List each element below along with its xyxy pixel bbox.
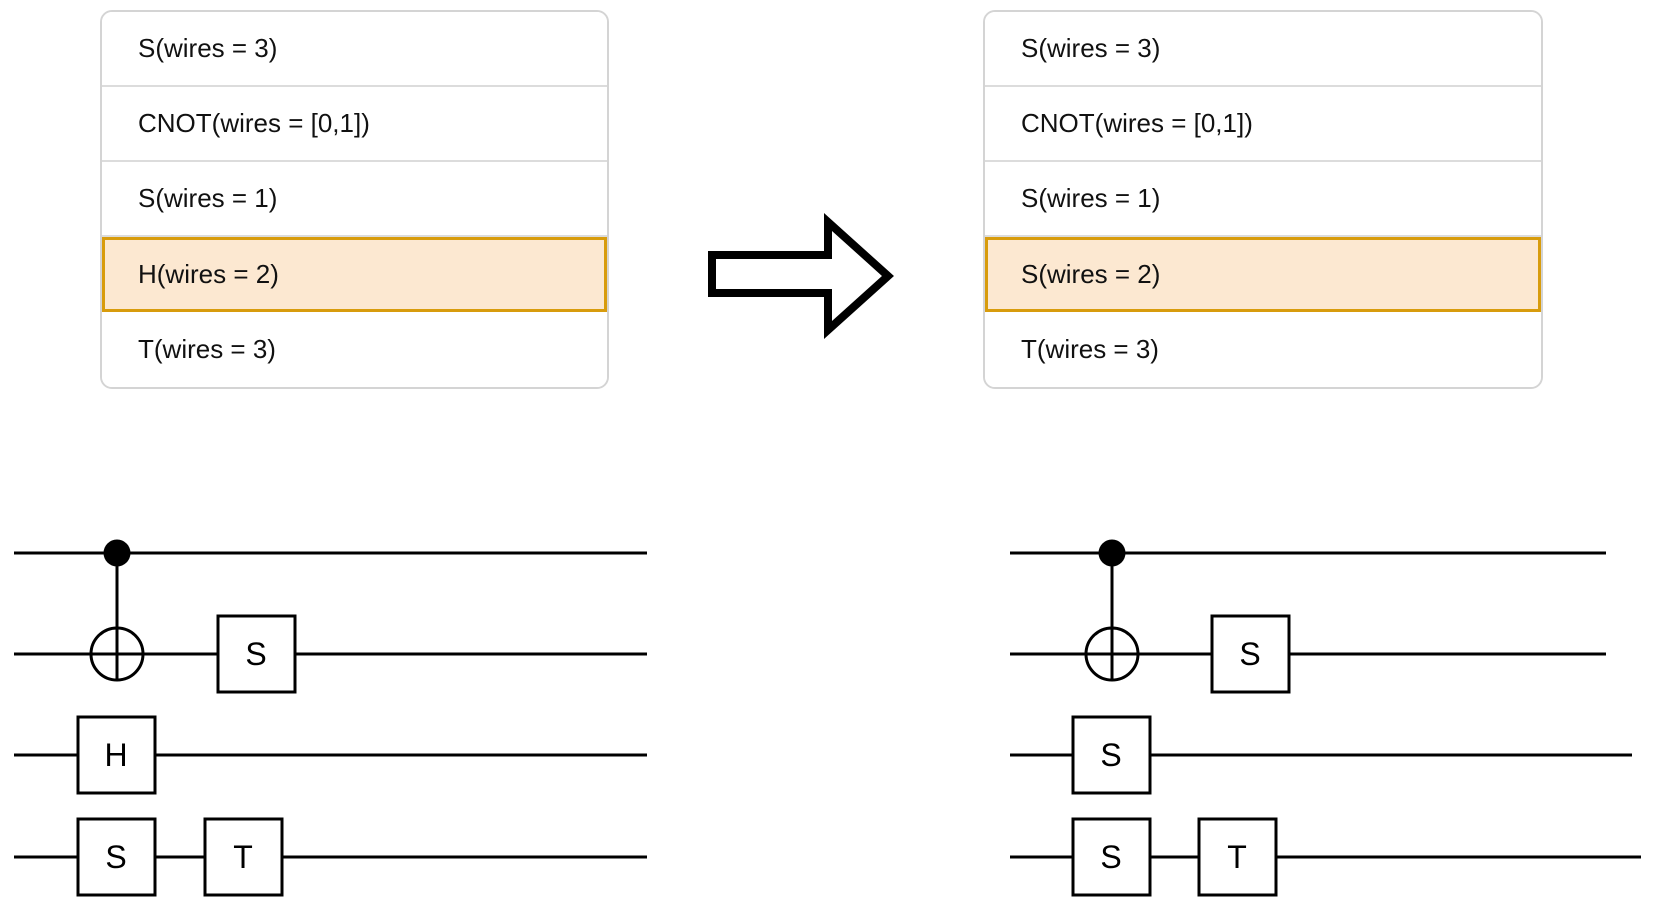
gate-box-h-wire2 bbox=[76, 715, 157, 795]
gate-list-item: S(wires = 1) bbox=[985, 162, 1541, 237]
gate-list-item: T(wires = 3) bbox=[985, 312, 1541, 387]
gate-label: S bbox=[1100, 839, 1121, 875]
gate-label: S bbox=[1100, 737, 1121, 773]
gate-box-s-wire3 bbox=[1071, 817, 1152, 897]
gate-list-item: S(wires = 3) bbox=[102, 12, 607, 87]
gate-list-item-highlighted: S(wires = 2) bbox=[985, 237, 1541, 312]
gate-label: T bbox=[1227, 839, 1247, 875]
circuit-before: S H S T bbox=[14, 539, 647, 897]
cnot-control-dot bbox=[103, 539, 131, 567]
circuit-diagrams: S H S T S S S T bbox=[14, 539, 1641, 897]
gate-label: T bbox=[233, 839, 253, 875]
gate-label: S bbox=[245, 636, 266, 672]
gate-box-s-wire1 bbox=[1210, 614, 1291, 694]
gate-box-s-wire2 bbox=[1071, 715, 1152, 795]
gate-box-t-wire3 bbox=[203, 817, 284, 897]
gate-box-s-wire1 bbox=[216, 614, 297, 694]
right-arrow-icon bbox=[708, 213, 894, 339]
gate-list-item: T(wires = 3) bbox=[102, 312, 607, 387]
cnot-target-icon bbox=[89, 626, 145, 682]
cnot-control-dot bbox=[1098, 539, 1126, 567]
gate-list-item: S(wires = 1) bbox=[102, 162, 607, 237]
gate-label: H bbox=[104, 737, 127, 773]
cnot-target-icon bbox=[1084, 626, 1140, 682]
transform-arrow bbox=[708, 213, 894, 339]
gate-list-item: CNOT(wires = [0,1]) bbox=[102, 87, 607, 162]
gate-label: S bbox=[1239, 636, 1260, 672]
gate-box-t-wire3 bbox=[1197, 817, 1278, 897]
gate-list-item-highlighted: H(wires = 2) bbox=[102, 237, 607, 312]
circuit-after: S S S T bbox=[1010, 539, 1641, 897]
gate-label: S bbox=[105, 839, 126, 875]
gate-list-item: CNOT(wires = [0,1]) bbox=[985, 87, 1541, 162]
gate-list-before: S(wires = 3) CNOT(wires = [0,1]) S(wires… bbox=[100, 10, 609, 389]
gate-list-item: S(wires = 3) bbox=[985, 12, 1541, 87]
gate-box-s-wire3 bbox=[76, 817, 157, 897]
gate-list-after: S(wires = 3) CNOT(wires = [0,1]) S(wires… bbox=[983, 10, 1543, 389]
